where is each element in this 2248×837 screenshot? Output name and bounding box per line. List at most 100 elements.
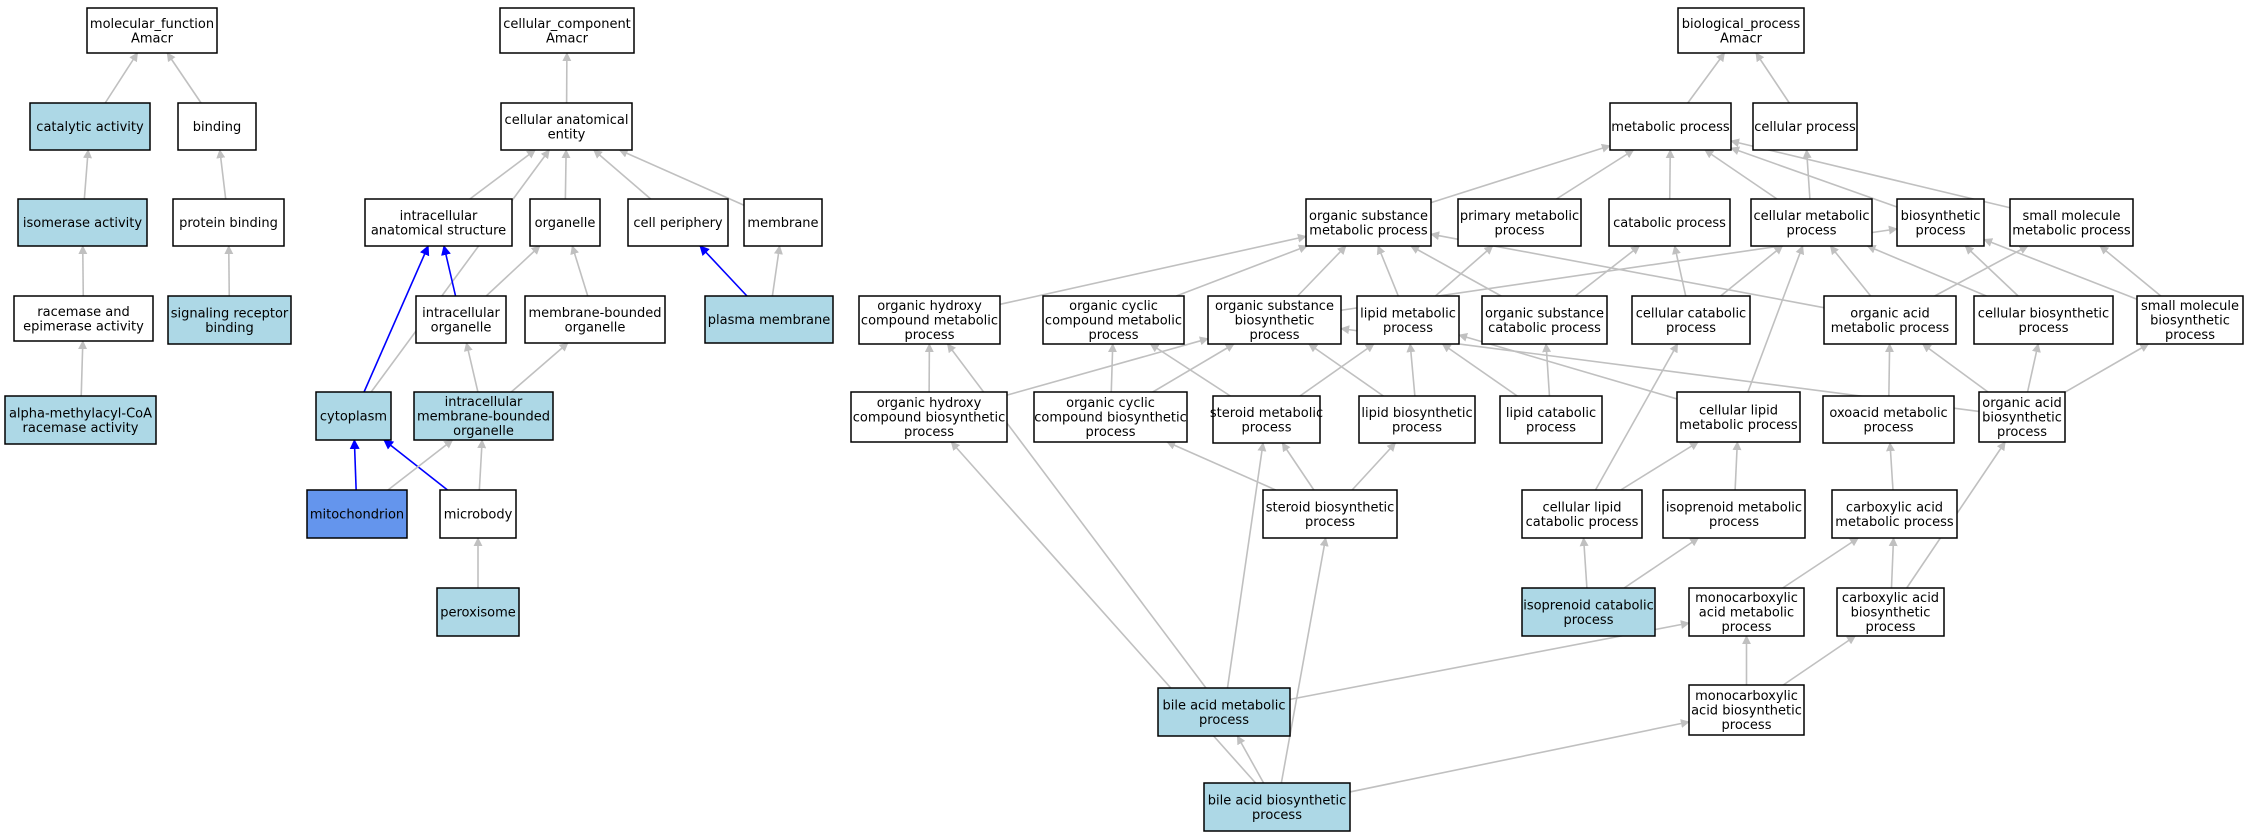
edge-lipid-mp-to-osmp [1376, 245, 1400, 297]
node-box [1677, 7, 1805, 54]
node-box [1836, 587, 1945, 637]
node-label: lipid metabolic [1360, 306, 1456, 321]
node-label: metabolic process [1835, 515, 1954, 530]
edge-metabolic-to-bp [1687, 52, 1726, 104]
node-label: anatomical structure [371, 223, 506, 238]
node-label: process [1383, 321, 1433, 336]
edge-catalytic-to-mf [104, 52, 139, 104]
node-label: organic substance [1215, 299, 1334, 314]
edge-steroid-bp-to-lipid-bp [1351, 442, 1396, 491]
edge-biosynthetic-to-metabolic [1730, 146, 1898, 208]
edge-cbp-to-biosynthetic [1964, 245, 2019, 297]
node-label: molecular_function [90, 17, 214, 32]
edge-ias-to-cae [469, 149, 536, 200]
edge-oabp-to-oamp [1921, 343, 1989, 393]
edge-smbp-to-biosynthetic [1983, 238, 2138, 301]
node-label: process [1252, 808, 1302, 823]
edge-isoprenoid-cp-to-clcp [1579, 537, 1589, 589]
node-box [1752, 102, 1858, 151]
node-label: racemase activity [23, 421, 139, 436]
node-label: metabolic process [1679, 418, 1798, 433]
node-box [364, 198, 513, 247]
edge-cabp-to-camp [1888, 537, 1898, 589]
node-box [172, 198, 285, 247]
node-label: cytoplasm [320, 410, 387, 425]
edge-babp-to-bamp [1236, 735, 1265, 784]
edge-plasma-membrane-to-membrane [771, 245, 783, 297]
node-binding: binding [177, 102, 257, 151]
node-label: alpha-methylacyl-CoA [9, 406, 152, 421]
node-label: small molecule [2141, 299, 2239, 314]
node-isomerase: isomerase activity [17, 198, 148, 247]
edge-microbody-to-imbo [477, 439, 487, 491]
node-box [436, 587, 520, 637]
node-label: microbody [444, 508, 513, 523]
node-box [86, 7, 218, 54]
node-label: cell periphery [633, 216, 723, 231]
node-plasma-membrane: plasma membrane [704, 295, 834, 344]
edge-occbp-to-osbp [1152, 343, 1235, 393]
node-catabolic: catabolic process [1608, 198, 1731, 247]
edge-oxoacid-to-oamp [1885, 343, 1895, 397]
node-box [1631, 295, 1751, 345]
edge-lipid-cp-to-oscp [1542, 343, 1552, 397]
node-box [1823, 295, 1957, 345]
node-box [13, 295, 154, 342]
node-box [1212, 395, 1321, 444]
node-label: organic cyclic [1069, 299, 1158, 314]
node-box [1207, 295, 1342, 345]
node-label: carboxylic acid [1846, 500, 1943, 515]
node-label: process [1709, 515, 1759, 530]
node-label: isoprenoid catabolic [1523, 598, 1654, 613]
node-label: organic substance [1309, 209, 1428, 224]
node-box [1521, 587, 1656, 637]
node-label: organic substance [1485, 306, 1604, 321]
node-label: organelle [535, 216, 596, 231]
edge-occmp-to-osmp [1175, 244, 1308, 297]
node-label: process [1086, 425, 1136, 440]
node-box [1688, 684, 1805, 736]
node-box [1305, 198, 1432, 247]
node-label: process [2019, 321, 2069, 336]
node-label: catabolic process [1526, 515, 1639, 530]
node-box [1608, 198, 1731, 247]
node-box [2009, 198, 2134, 247]
node-cytoplasm: cytoplasm [315, 391, 392, 441]
node-box [1203, 782, 1351, 832]
node-label: intracellular [445, 395, 523, 410]
node-microbody: microbody [439, 489, 517, 539]
node-cellular-process: cellular process [1752, 102, 1858, 151]
node-mitochondrion: mitochondrion [306, 489, 408, 539]
node-box [1978, 391, 2066, 443]
node-label: catabolic process [1613, 216, 1726, 231]
node-label: organic acid [1850, 306, 1929, 321]
edge-isoprenoid-mp-to-clmp [1732, 441, 1742, 491]
node-label: process [1666, 321, 1716, 336]
edge-ccp-to-catabolic [1672, 245, 1687, 297]
node-box [499, 7, 635, 54]
node-label: lipid catabolic [1506, 406, 1596, 421]
node-label: compound biosynthetic [1034, 411, 1187, 426]
edge-protein-binding-to-binding [216, 149, 227, 200]
node-label: membrane [747, 216, 818, 231]
node-box [1157, 687, 1291, 737]
node-box [439, 489, 517, 539]
node-label: oxoacid metabolic [1829, 406, 1947, 421]
node-box [17, 198, 148, 247]
node-peroxisome: peroxisome [436, 587, 520, 637]
node-label: small molecule [2023, 209, 2121, 224]
